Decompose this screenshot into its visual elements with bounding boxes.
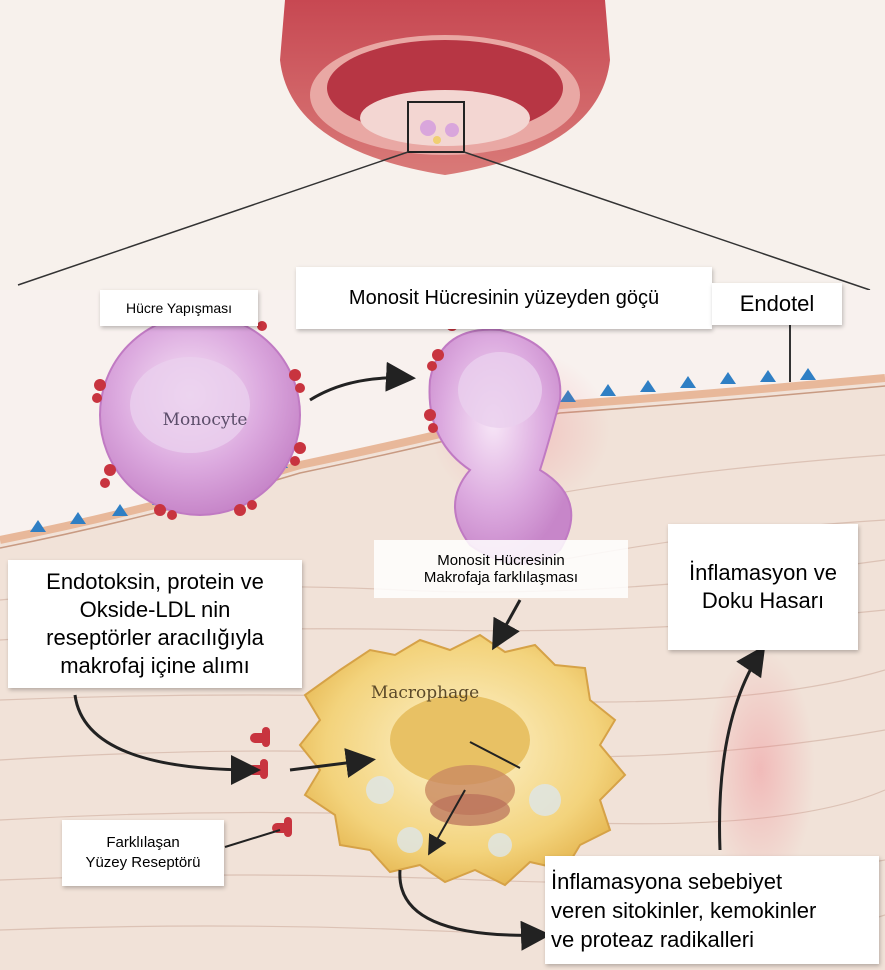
endothelium-label: Endotel — [712, 283, 842, 325]
macrophage-text: Macrophage — [371, 683, 479, 703]
endothelium-text: Endotel — [740, 291, 815, 317]
macrophage-label: Macrophage — [370, 683, 480, 703]
cell-adhesion-text: Hücre Yapışması — [126, 300, 232, 316]
cell-adhesion-label: Hücre Yapışması — [100, 290, 258, 326]
inflammation-line-1: İnflamasyon ve — [689, 559, 837, 587]
monocyte-label: Monocyte — [140, 410, 270, 430]
uptake-line-3: reseptörler aracılığıyla — [46, 624, 264, 652]
migration-text: Monosit Hücresinin yüzeyden göçü — [349, 287, 659, 310]
differentiation-label: Monosit Hücresinin Makrofaja farklılaşma… — [374, 540, 628, 598]
uptake-line-1: Endotoksin, protein ve — [46, 568, 264, 596]
uptake-line-4: makrofaj içine alımı — [60, 652, 250, 680]
uptake-line-2: Okside-LDL nin — [80, 596, 231, 624]
inflammation-label: İnflamasyon ve Doku Hasarı — [668, 524, 858, 650]
cytokines-line-1: İnflamasyona sebebiyet — [551, 867, 782, 896]
cytokines-line-3: ve proteaz radikalleri — [551, 925, 754, 954]
receptor-line-2: Yüzey Reseptörü — [85, 853, 200, 873]
migration-label: Monosit Hücresinin yüzeyden göçü — [296, 267, 712, 329]
cytokines-label: İnflamasyona sebebiyet veren sitokinler,… — [545, 856, 879, 964]
monocyte-text: Monocyte — [163, 410, 248, 430]
cytokines-line-2: veren sitokinler, kemokinler — [551, 896, 816, 925]
inflammation-line-2: Doku Hasarı — [702, 587, 824, 615]
receptor-label: Farklılaşan Yüzey Reseptörü — [62, 820, 224, 886]
uptake-label: Endotoksin, protein ve Okside-LDL nin re… — [8, 560, 302, 688]
differentiation-line-2: Makrofaja farklılaşması — [424, 569, 578, 586]
receptor-line-1: Farklılaşan — [106, 833, 179, 853]
differentiation-line-1: Monosit Hücresinin — [437, 552, 565, 569]
